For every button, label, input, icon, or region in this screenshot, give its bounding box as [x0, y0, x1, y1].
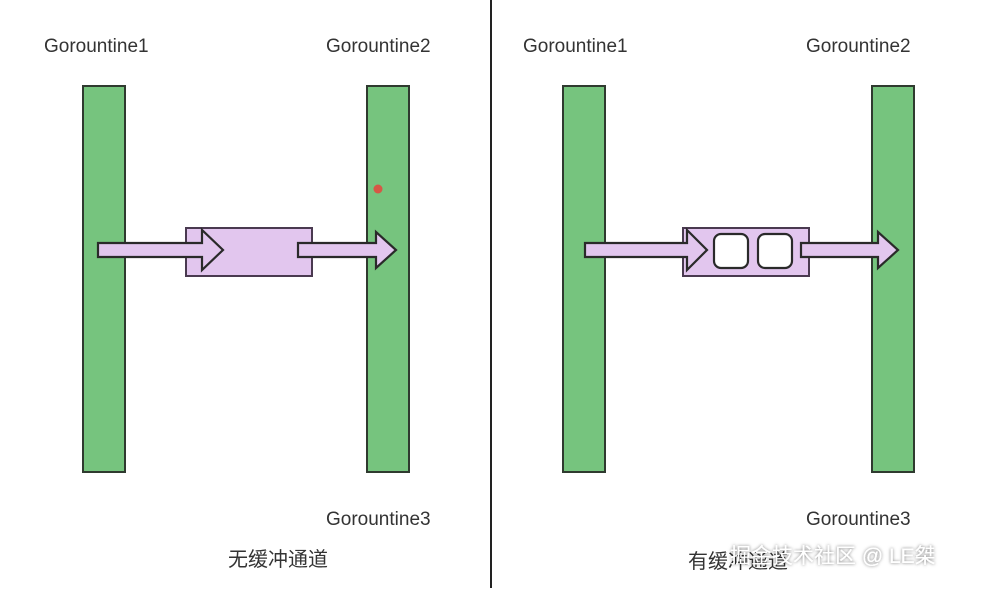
- buffered-caption: 有缓冲通道: [688, 550, 788, 573]
- watermark-text: 掘金技术社区 @ LE桀: [730, 545, 936, 568]
- buffer-slot-2: [756, 232, 794, 270]
- goroutine1-label: Gorountine1: [523, 36, 628, 57]
- goroutine3-label: Gorountine3: [806, 509, 911, 530]
- goroutine1-bar: [562, 85, 606, 473]
- goroutine1-label: Gorountine1: [44, 36, 149, 57]
- unbuffered-channel-panel: Gorountine1 Gorountine2 Gorountine3 无缓冲通…: [44, 36, 431, 571]
- goroutine1-bar: [82, 85, 126, 473]
- goroutine2-label: Gorountine2: [806, 36, 911, 57]
- goroutine2-bar: [366, 85, 410, 473]
- send-arrow: [96, 227, 225, 273]
- send-arrow: [583, 227, 709, 273]
- unbuffered-caption: 无缓冲通道: [228, 548, 328, 571]
- receive-arrow: [799, 229, 900, 271]
- goroutine2-bar: [871, 85, 915, 473]
- buffer-slot-1: [712, 232, 750, 270]
- receive-arrow: [296, 229, 398, 271]
- cursor-dot: [373, 184, 383, 194]
- goroutine3-label: Gorountine3: [326, 509, 431, 530]
- buffered-channel-panel: Gorountine1 Gorountine2 Gorountine3 有缓冲通…: [523, 36, 915, 573]
- goroutine2-label: Gorountine2: [326, 36, 431, 57]
